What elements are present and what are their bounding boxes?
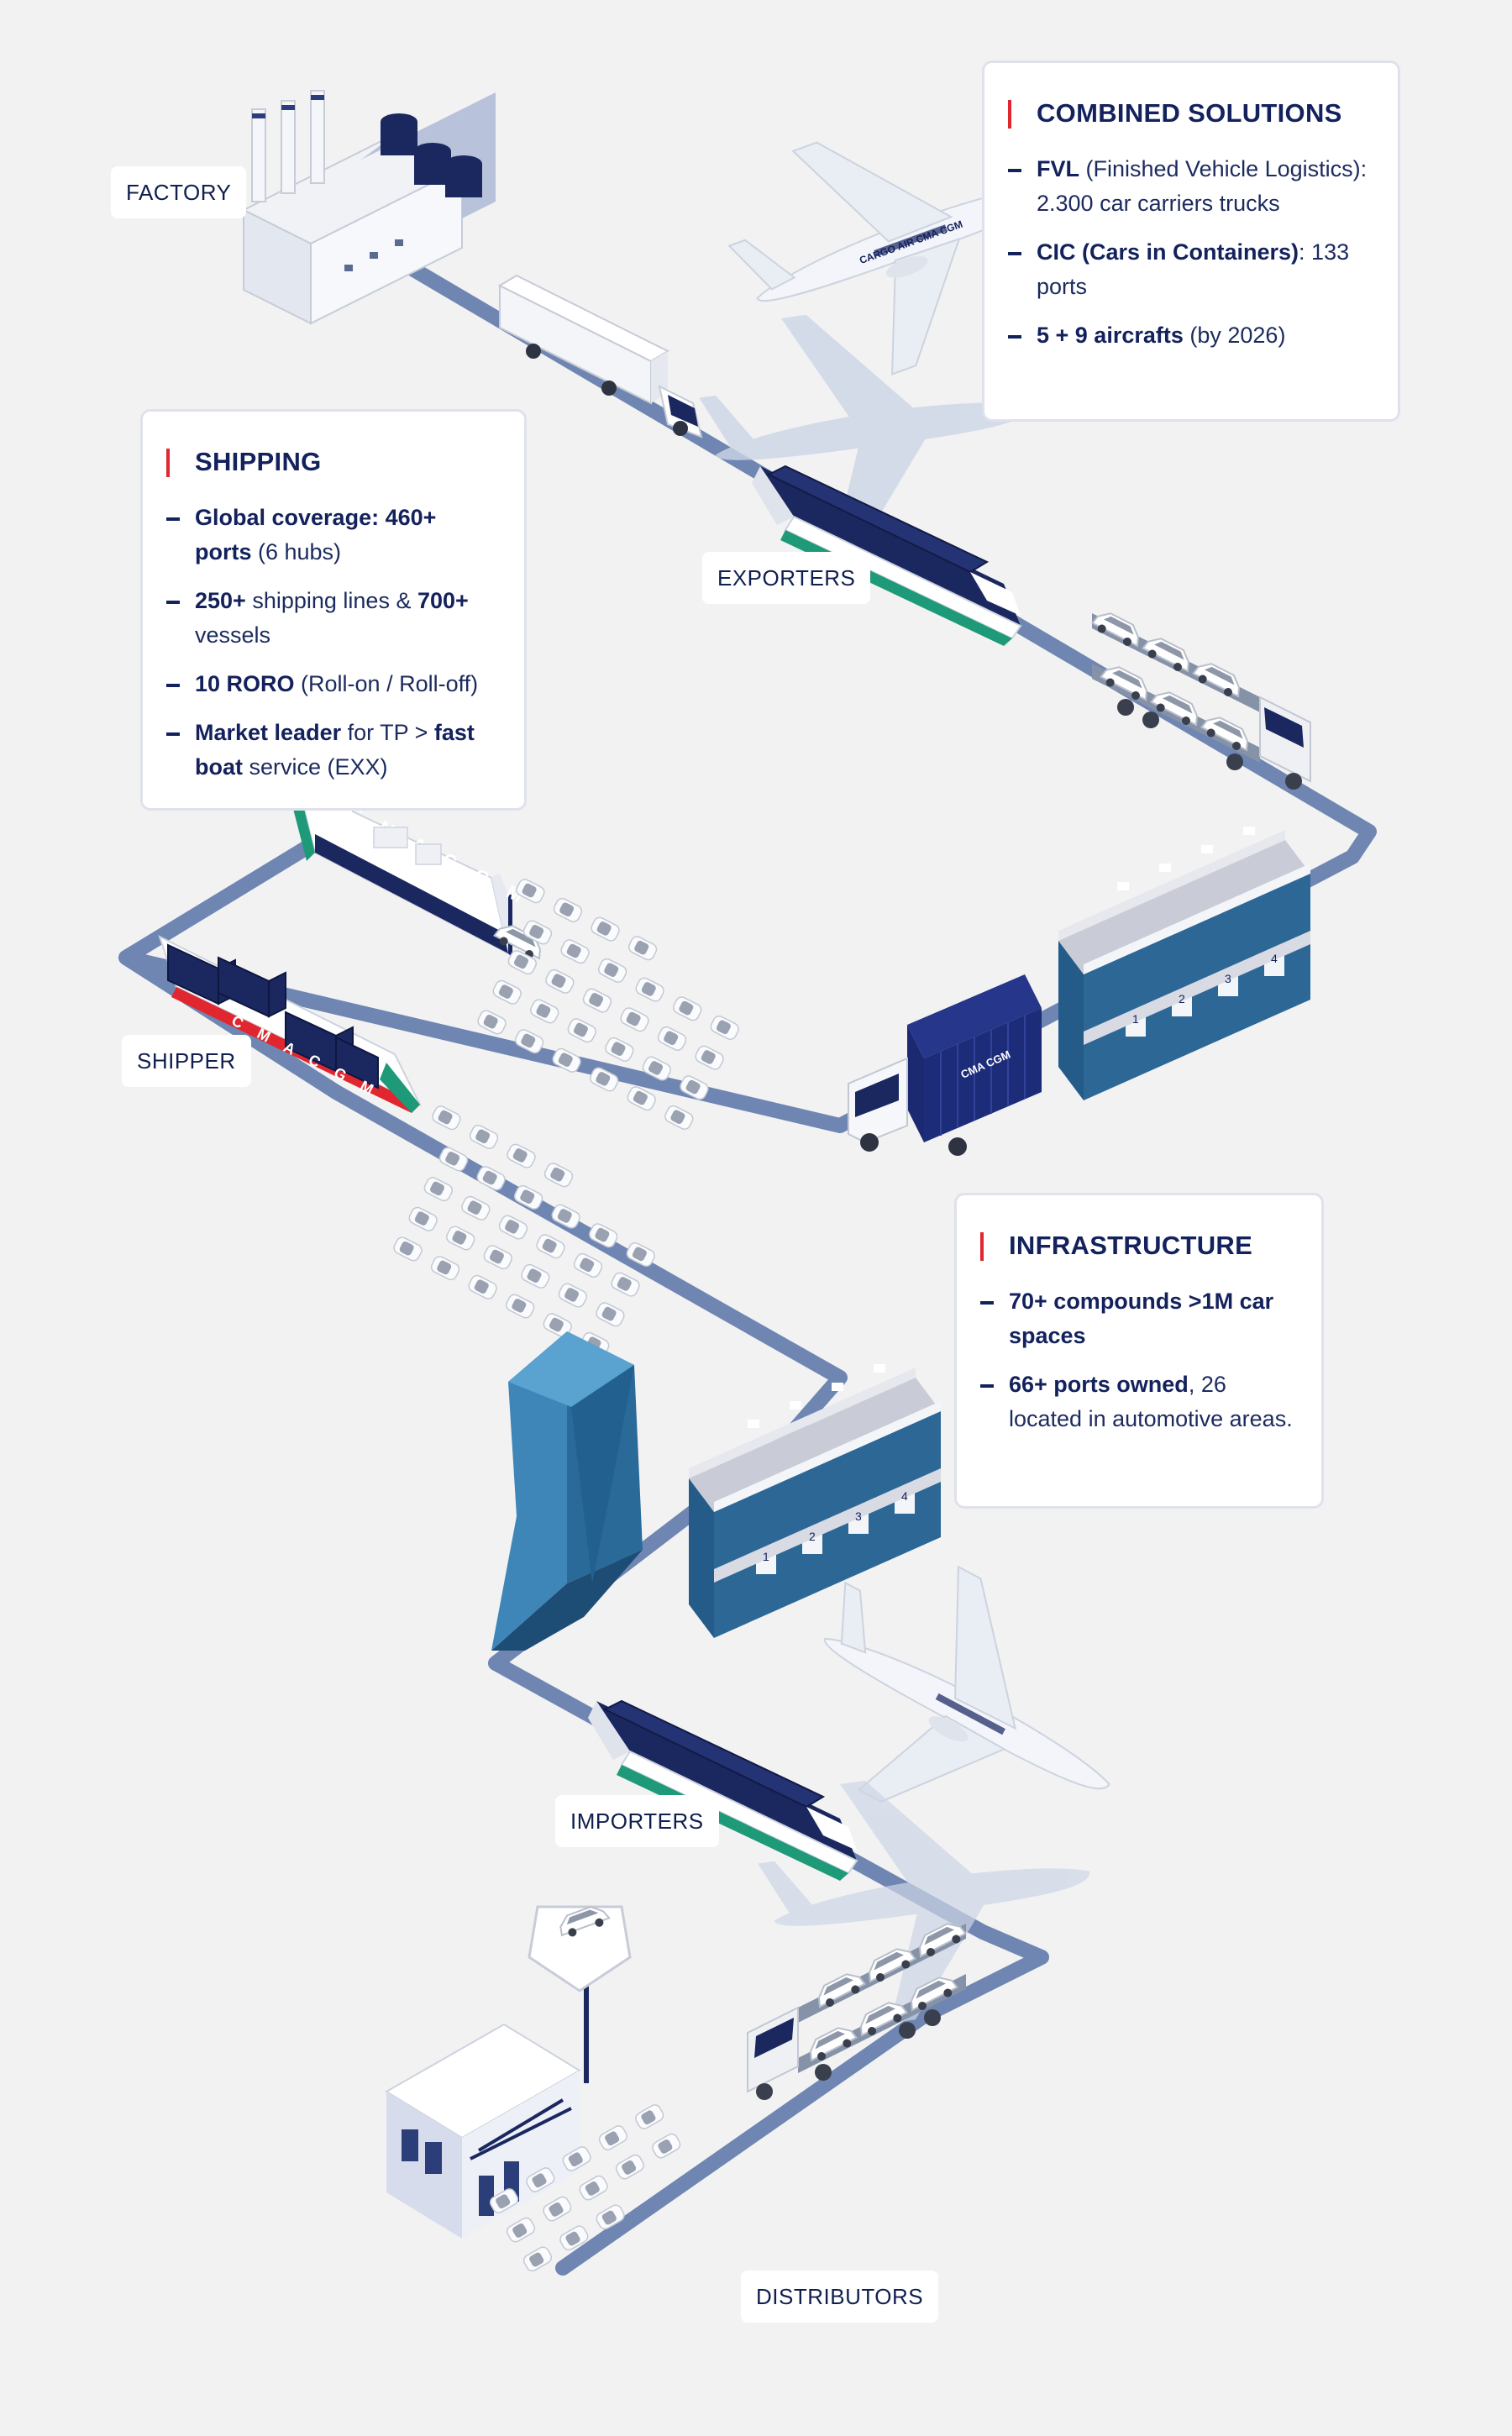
item-text: for TP >: [341, 720, 434, 745]
accent-bar: [980, 1232, 984, 1261]
door-number: 2: [809, 1530, 816, 1543]
door-number: 1: [1132, 1012, 1139, 1026]
item-text: : 133 ports: [1037, 239, 1350, 299]
cargo-aircraft-icon: CARGO AIR CMA CGM: [705, 70, 1099, 412]
list-item: 5 + 9 aircrafts (by 2026): [1008, 318, 1373, 353]
door-number: 1: [763, 1550, 769, 1563]
item-bold: 250+: [195, 588, 246, 613]
tower-building-icon: [491, 1331, 643, 1651]
label-importers: IMPORTERS: [555, 1795, 719, 1847]
list-item: Market leader for TP > fast boat service…: [166, 716, 499, 785]
door-number: 3: [855, 1509, 862, 1523]
dash-icon: [980, 1301, 994, 1305]
dash-icon: [1008, 252, 1021, 255]
label-shipper: SHIPPER: [122, 1035, 251, 1087]
accent-bar: [166, 449, 170, 477]
car-carrier-truck-icon: [1090, 608, 1311, 790]
list-item: 250+ shipping lines & 700+ vessels: [166, 584, 499, 653]
container-truck-icon: CMA CGM: [848, 974, 1042, 1156]
factory-icon: [241, 90, 496, 325]
item-bold: 66+ ports owned: [1009, 1372, 1189, 1397]
item-text: (6 hubs): [251, 539, 342, 564]
item-text-2: vessels: [195, 622, 271, 648]
truck-icon: [497, 274, 703, 438]
dash-icon: [166, 517, 180, 521]
label-distributors: DISTRIBUTORS: [741, 2271, 939, 2323]
label-factory: FACTORY: [111, 166, 247, 218]
infrastructure-card: INFRASTRUCTURE 70+ compounds >1M car spa…: [954, 1193, 1324, 1509]
list-item: 10 RORO (Roll-on / Roll-off): [166, 667, 499, 701]
warehouse-right-door-numbers: 1 2 3 4: [1132, 952, 1278, 1026]
combined-solutions-title: COMBINED SOLUTIONS: [1037, 98, 1342, 128]
item-text: (by 2026): [1183, 323, 1286, 348]
dash-icon: [166, 732, 180, 736]
item-text-2: service (EXX): [243, 754, 388, 780]
list-item: Global coverage: 460+ ports (6 hubs): [166, 501, 499, 570]
dash-icon: [1008, 169, 1021, 172]
item-text: , 26 located in automotive areas.: [1009, 1372, 1293, 1431]
label-exporters: EXPORTERS: [702, 552, 871, 604]
item-bold-2: fast boat: [195, 720, 475, 780]
item-bold: CIC (Cars in Containers): [1037, 239, 1299, 265]
list-item: CIC (Cars in Containers): 133 ports: [1008, 235, 1373, 304]
accent-bar: [1008, 100, 1011, 129]
item-bold: Market leader: [195, 720, 342, 745]
warehouse-middle-door-numbers: 1 2 3 4: [763, 1489, 908, 1563]
infrastructure-title: INFRASTRUCTURE: [1009, 1231, 1253, 1260]
item-text: (Roll-on / Roll-off): [294, 671, 479, 696]
dash-icon: [1008, 335, 1021, 339]
list-item: FVL (Finished Vehicle Logistics): 2.300 …: [1008, 152, 1373, 221]
item-bold: 70+ compounds >1M car spaces: [1009, 1289, 1274, 1348]
dash-icon: [166, 684, 180, 687]
door-number: 3: [1225, 972, 1231, 985]
shipping-card: SHIPPING Global coverage: 460+ ports (6 …: [140, 409, 527, 811]
item-bold-2: 700+: [417, 588, 469, 613]
door-number: 2: [1179, 992, 1185, 1005]
importers-ship-icon: [587, 1700, 858, 1882]
item-text: shipping lines &: [245, 588, 417, 613]
item-text: (Finished Vehicle Logistics): 2.300 car …: [1037, 156, 1368, 216]
door-number: 4: [1271, 952, 1278, 965]
combined-solutions-card: COMBINED SOLUTIONS FVL (Finished Vehicle…: [982, 60, 1400, 422]
list-item: 66+ ports owned, 26 located in automotiv…: [980, 1368, 1296, 1436]
list-item: 70+ compounds >1M car spaces: [980, 1284, 1296, 1353]
item-bold: FVL: [1037, 156, 1079, 181]
item-bold: 5 + 9 aircrafts: [1037, 323, 1184, 348]
door-number: 4: [901, 1489, 908, 1503]
dash-icon: [980, 1384, 994, 1388]
item-bold: 10 RORO: [195, 671, 295, 696]
item-bold: Global coverage: 460+ ports: [195, 505, 437, 564]
car-carrier-truck-lower-icon: [747, 1919, 968, 2100]
dash-icon: [166, 601, 180, 604]
shipping-title: SHIPPING: [195, 447, 322, 476]
